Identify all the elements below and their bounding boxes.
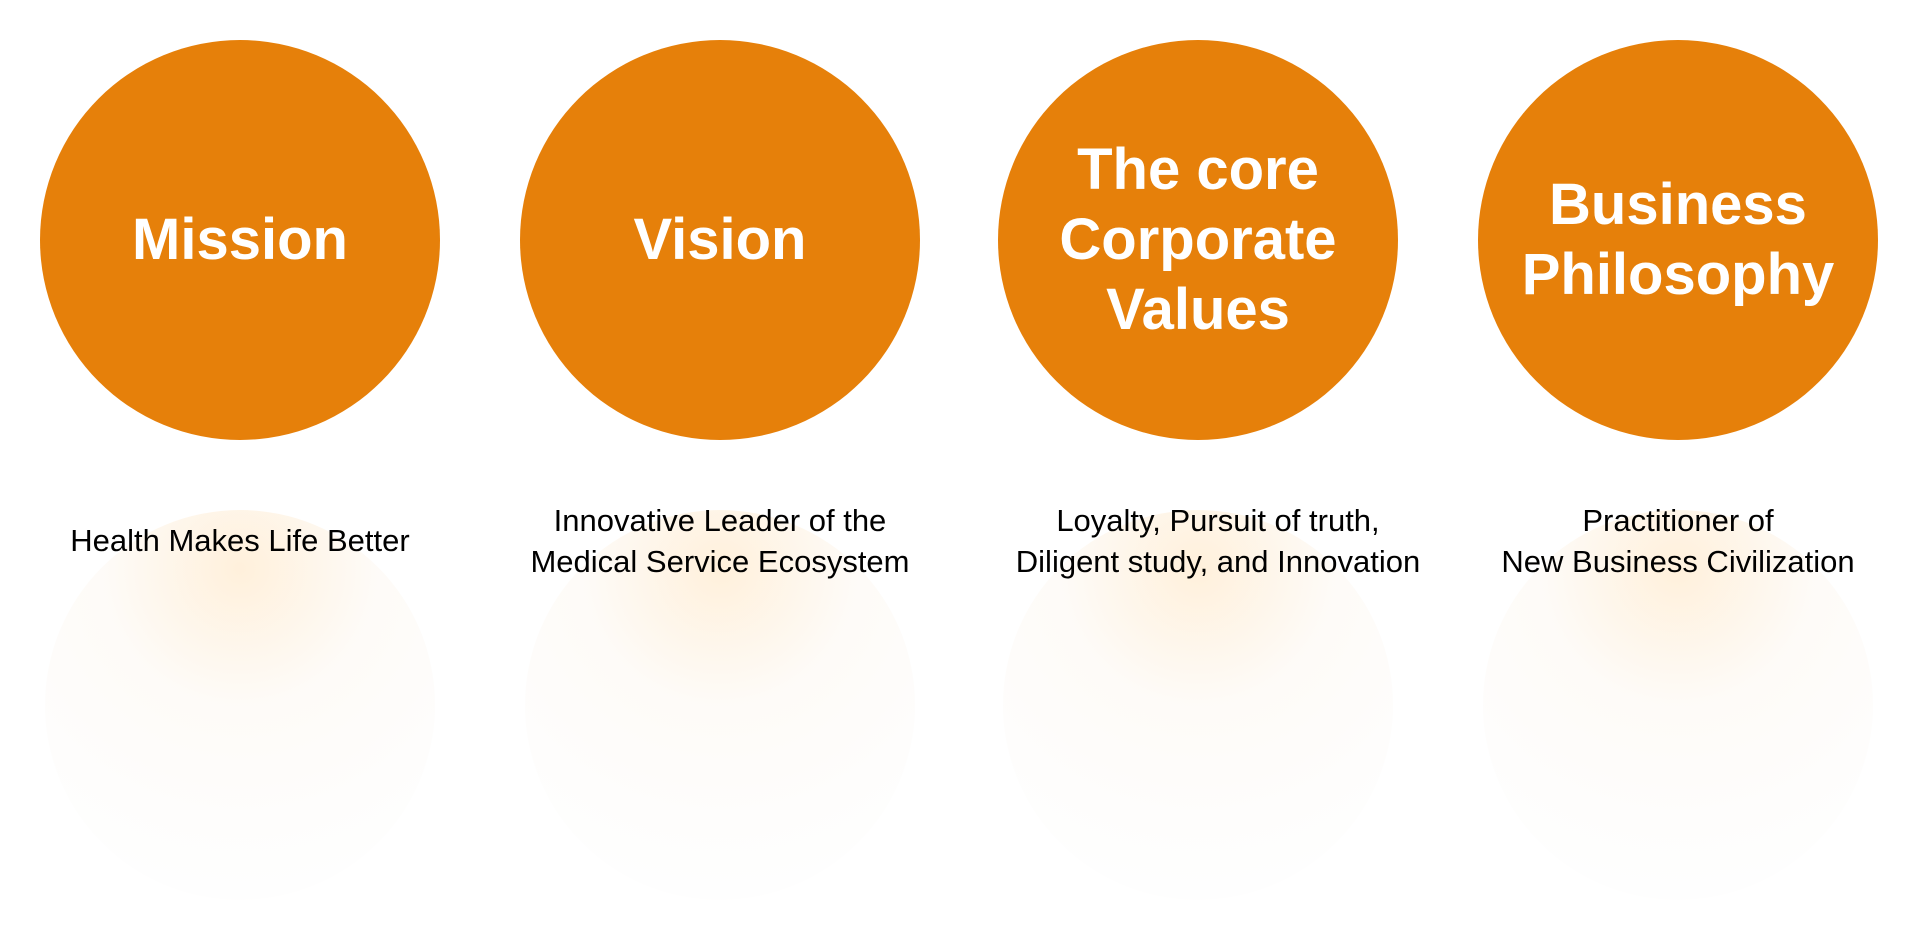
business-philosophy-circle: Business Philosophy [1478, 40, 1878, 440]
core-values-circle-reflection [1003, 510, 1393, 900]
mission-circle-reflection [45, 510, 435, 900]
vision-circle: Vision [520, 40, 920, 440]
core-values-column: The core Corporate Values Loyalty, Pursu… [958, 0, 1420, 952]
core-values-title: The core Corporate Values [1059, 137, 1337, 342]
business-philosophy-column: Business Philosophy Practitioner of New … [1438, 0, 1878, 952]
core-values-circle: The core Corporate Values [998, 40, 1398, 440]
vision-circle-reflection [525, 510, 915, 900]
business-philosophy-title: Business Philosophy [1521, 172, 1835, 307]
business-philosophy-circle-reflection [1483, 510, 1873, 900]
core-values-description: Loyalty, Pursuit of truth, Diligent stud… [1015, 503, 1421, 579]
vision-column: Vision Innovative Leader of the Medical … [480, 0, 920, 952]
mission-description: Health Makes Life Better [70, 523, 410, 558]
vision-description: Innovative Leader of the Medical Service… [530, 503, 910, 579]
mission-circle: Mission [40, 40, 440, 440]
mission-title: Mission [132, 207, 348, 272]
vision-title: Vision [633, 207, 807, 272]
mission-column: Mission Health Makes Life Better [0, 0, 440, 952]
business-philosophy-description: Practitioner of New Business Civilizatio… [1501, 503, 1855, 579]
